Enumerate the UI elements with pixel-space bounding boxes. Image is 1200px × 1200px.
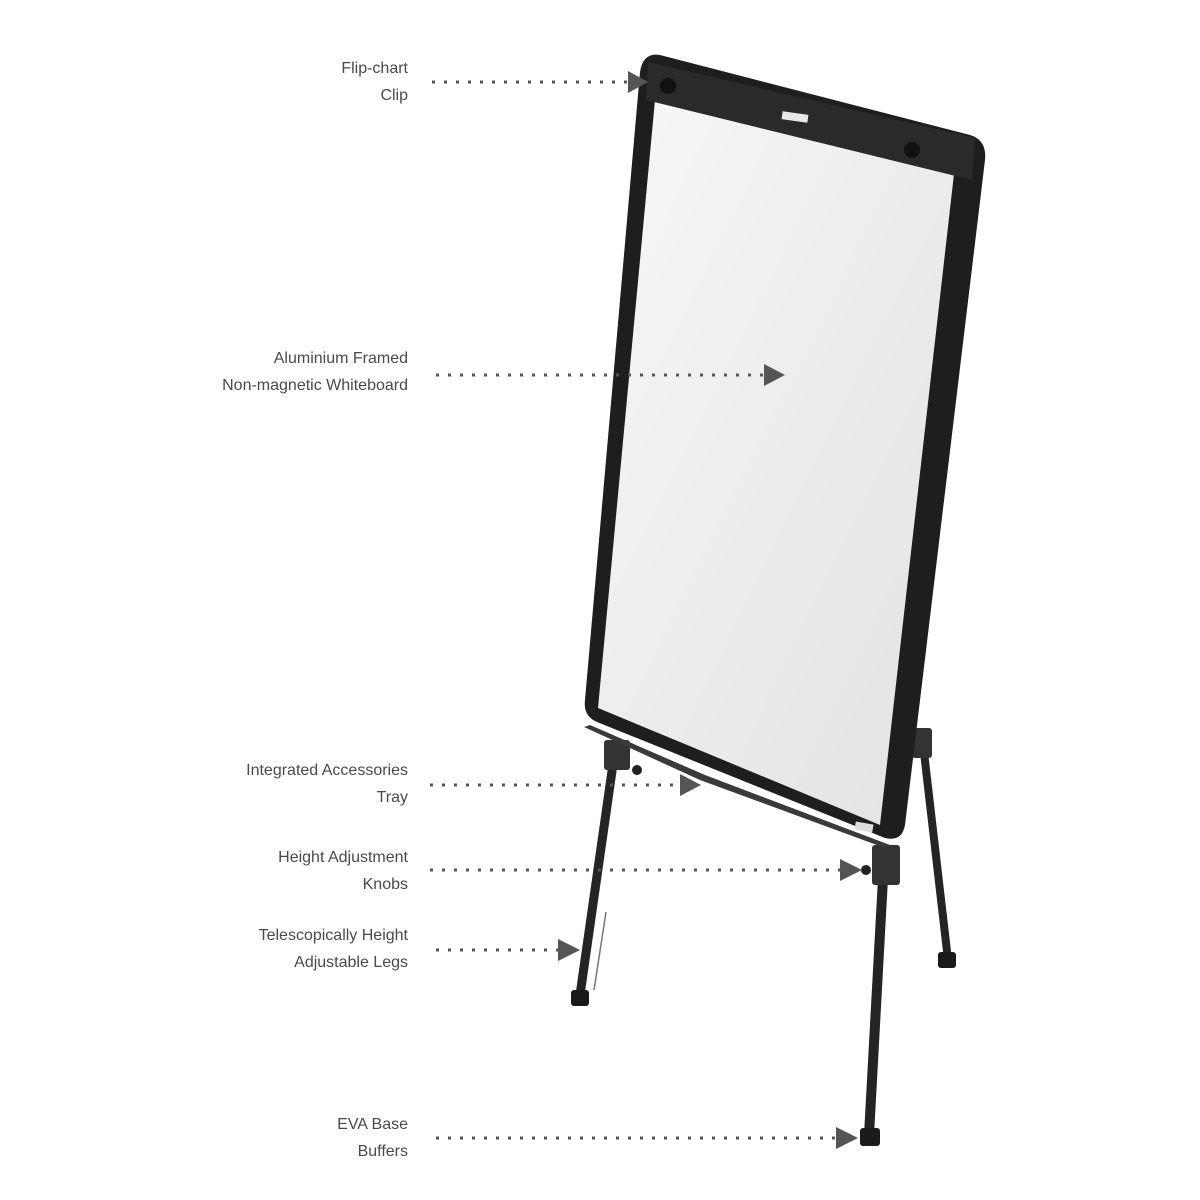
base-buffer-back <box>938 952 956 968</box>
leg-collar-front <box>872 845 900 885</box>
leg-collar-left <box>604 740 630 770</box>
telescopic-indicator <box>593 911 607 991</box>
knob-front <box>861 865 871 875</box>
leg-collar-back <box>912 728 932 758</box>
whiteboard <box>584 54 986 848</box>
callout-pointers <box>430 71 862 1149</box>
knob-left <box>632 765 642 775</box>
accessories-tray <box>584 725 890 848</box>
flip-chart-clip <box>646 62 975 180</box>
base-buffer-left <box>571 990 589 1006</box>
brand-logo <box>781 111 809 123</box>
easel-legs <box>571 728 956 1146</box>
base-buffer-front <box>860 1128 880 1146</box>
